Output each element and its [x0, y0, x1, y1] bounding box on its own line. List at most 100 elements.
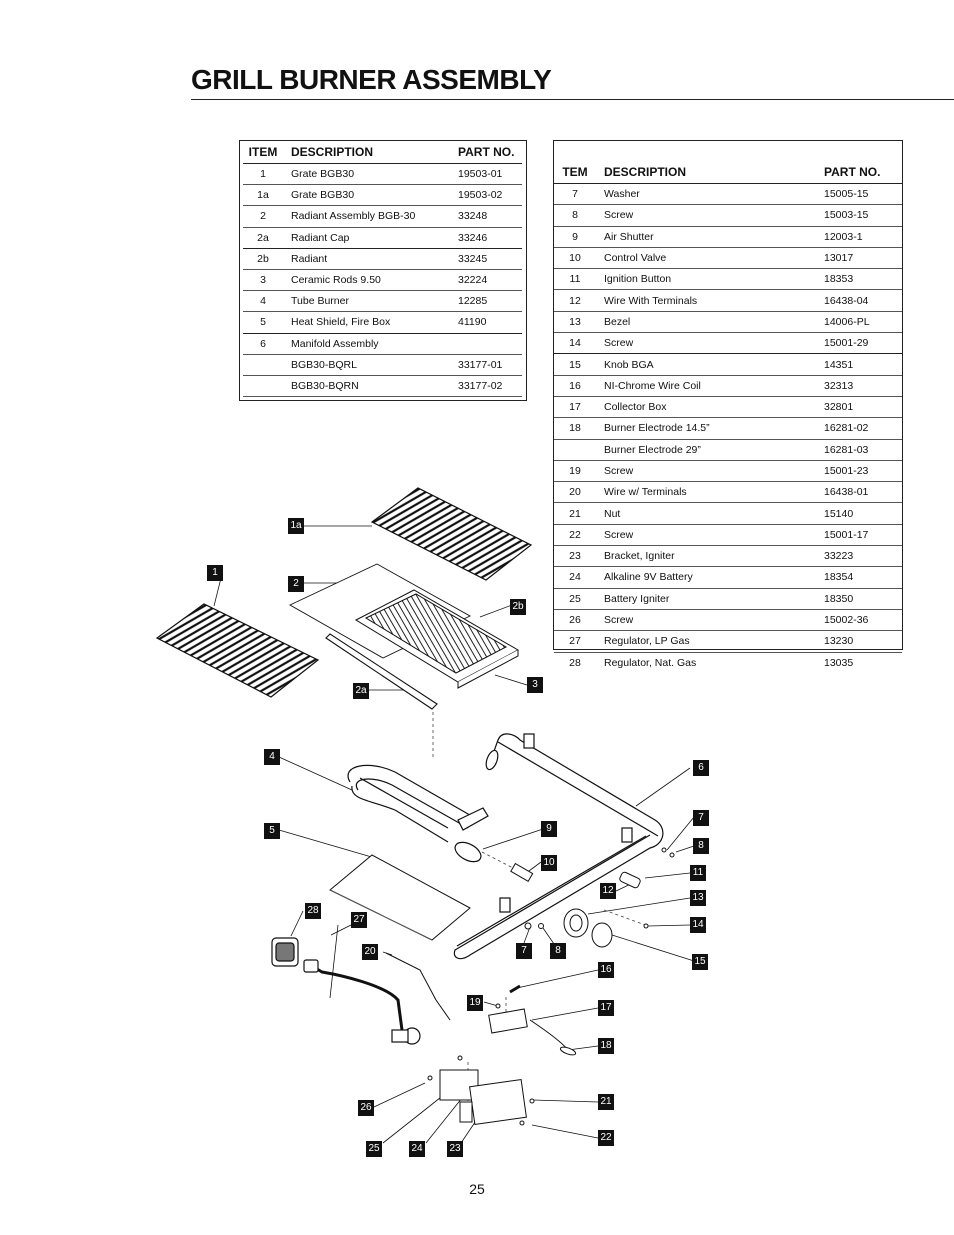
description-cell: Ignition Button [604, 273, 672, 286]
callout-label: 6 [693, 760, 709, 776]
part-number-cell: 13035 [824, 656, 854, 669]
description-cell: Wire w/ Terminals [604, 486, 687, 499]
description-cell: Radiant Cap [291, 231, 350, 244]
radiant-rods-illustration [354, 589, 520, 689]
callout-label: 1 [207, 565, 223, 581]
item-cell: 19 [569, 465, 581, 477]
callout-label: 8 [550, 943, 566, 959]
description-cell: Tube Burner [291, 295, 349, 308]
description-cell: Ceramic Rods 9.50 [291, 274, 381, 287]
description-cell: Screw [604, 528, 634, 541]
callout-label: 7 [516, 943, 532, 959]
description-cell: BGB30-BQRN [291, 379, 359, 392]
description-cell: Screw [604, 337, 634, 350]
callout-label: 15 [692, 954, 708, 970]
callout-label: 9 [541, 821, 557, 837]
grate-1a-illustration [370, 487, 533, 581]
part-number-cell: 14351 [824, 358, 854, 371]
table-row: 2b Radiant 33245 [243, 249, 522, 270]
callout-label: 2a [353, 683, 369, 699]
callout-label: 16 [598, 962, 614, 978]
header-item: TEM [562, 165, 588, 179]
description-cell: Washer [604, 188, 640, 201]
header-description: DESCRIPTION [604, 165, 687, 179]
part-number-cell: 33245 [458, 252, 488, 265]
item-cell: 15 [569, 358, 581, 371]
description-cell: Manifold Assembly [291, 337, 379, 350]
description-cell: Air Shutter [604, 230, 654, 243]
item-cell: 25 [569, 592, 581, 605]
item-cell: 5 [260, 316, 266, 329]
part-number-cell: 33248 [458, 210, 488, 223]
item-cell: 24 [569, 571, 581, 584]
item-cell: 17 [569, 401, 581, 414]
item-cell: 7 [572, 188, 578, 201]
item-cell: 2 [260, 210, 266, 223]
item-cell: 2b [257, 252, 269, 265]
tube-burner-illustration [347, 764, 489, 863]
part-number-cell: 32224 [458, 274, 488, 287]
callout-label: 19 [467, 995, 483, 1011]
part-number-cell: 12003-1 [824, 230, 863, 243]
callout-label: 3 [527, 677, 543, 693]
description-cell: Burner Electrode 29” [604, 443, 701, 456]
part-number-cell: 19503-01 [458, 168, 503, 181]
description-cell: Radiant Assembly BGB-30 [291, 210, 416, 223]
callout-label: 25 [366, 1141, 382, 1157]
table-row: 3 Ceramic Rods 9.50 32224 [243, 270, 522, 292]
item-cell: 9 [572, 230, 578, 243]
table-row: 9 Air Shutter 12003-1 [554, 227, 902, 248]
description-cell: Radiant [291, 252, 328, 265]
part-number-cell: 32313 [824, 379, 854, 392]
callout-label: 28 [305, 903, 321, 919]
item-cell: 1a [257, 189, 269, 202]
part-number-cell: 14006-PL [824, 315, 870, 328]
part-number-cell: 41190 [458, 316, 487, 329]
page-title: GRILL BURNER ASSEMBLY [191, 64, 552, 95]
description-cell: Screw [604, 465, 634, 477]
header-description: DESCRIPTION [291, 145, 374, 159]
item-cell: 28 [569, 656, 581, 669]
header-part: PART NO. [458, 145, 515, 159]
item-cell: 3 [260, 274, 266, 287]
description-cell: Bracket, Igniter [604, 550, 675, 563]
table-row: 2 Radiant Assembly BGB-30 33248 [243, 206, 522, 228]
part-number-cell: 33246 [458, 231, 488, 244]
callout-label: 22 [598, 1130, 614, 1146]
part-number-cell: 12285 [458, 295, 488, 308]
callout-label: 18 [598, 1038, 614, 1054]
item-cell: 1 [260, 168, 266, 181]
part-number-cell: 15005-15 [824, 188, 869, 201]
callout-label: 21 [598, 1094, 614, 1110]
part-number-cell: 13230 [824, 635, 854, 648]
callout-label: 11 [690, 865, 706, 881]
part-number-cell: 16438-04 [824, 294, 869, 307]
item-cell: 16 [569, 379, 581, 392]
part-number-cell: 16281-02 [824, 422, 869, 435]
callout-label: 20 [362, 944, 378, 960]
part-number-cell: 15001-17 [824, 528, 869, 541]
page-number: 25 [469, 1181, 485, 1197]
title-rule [191, 99, 954, 100]
description-cell: BGB30-BQRL [291, 358, 357, 371]
description-cell: Grate BGB30 [291, 189, 355, 202]
item-cell: 21 [569, 507, 581, 520]
